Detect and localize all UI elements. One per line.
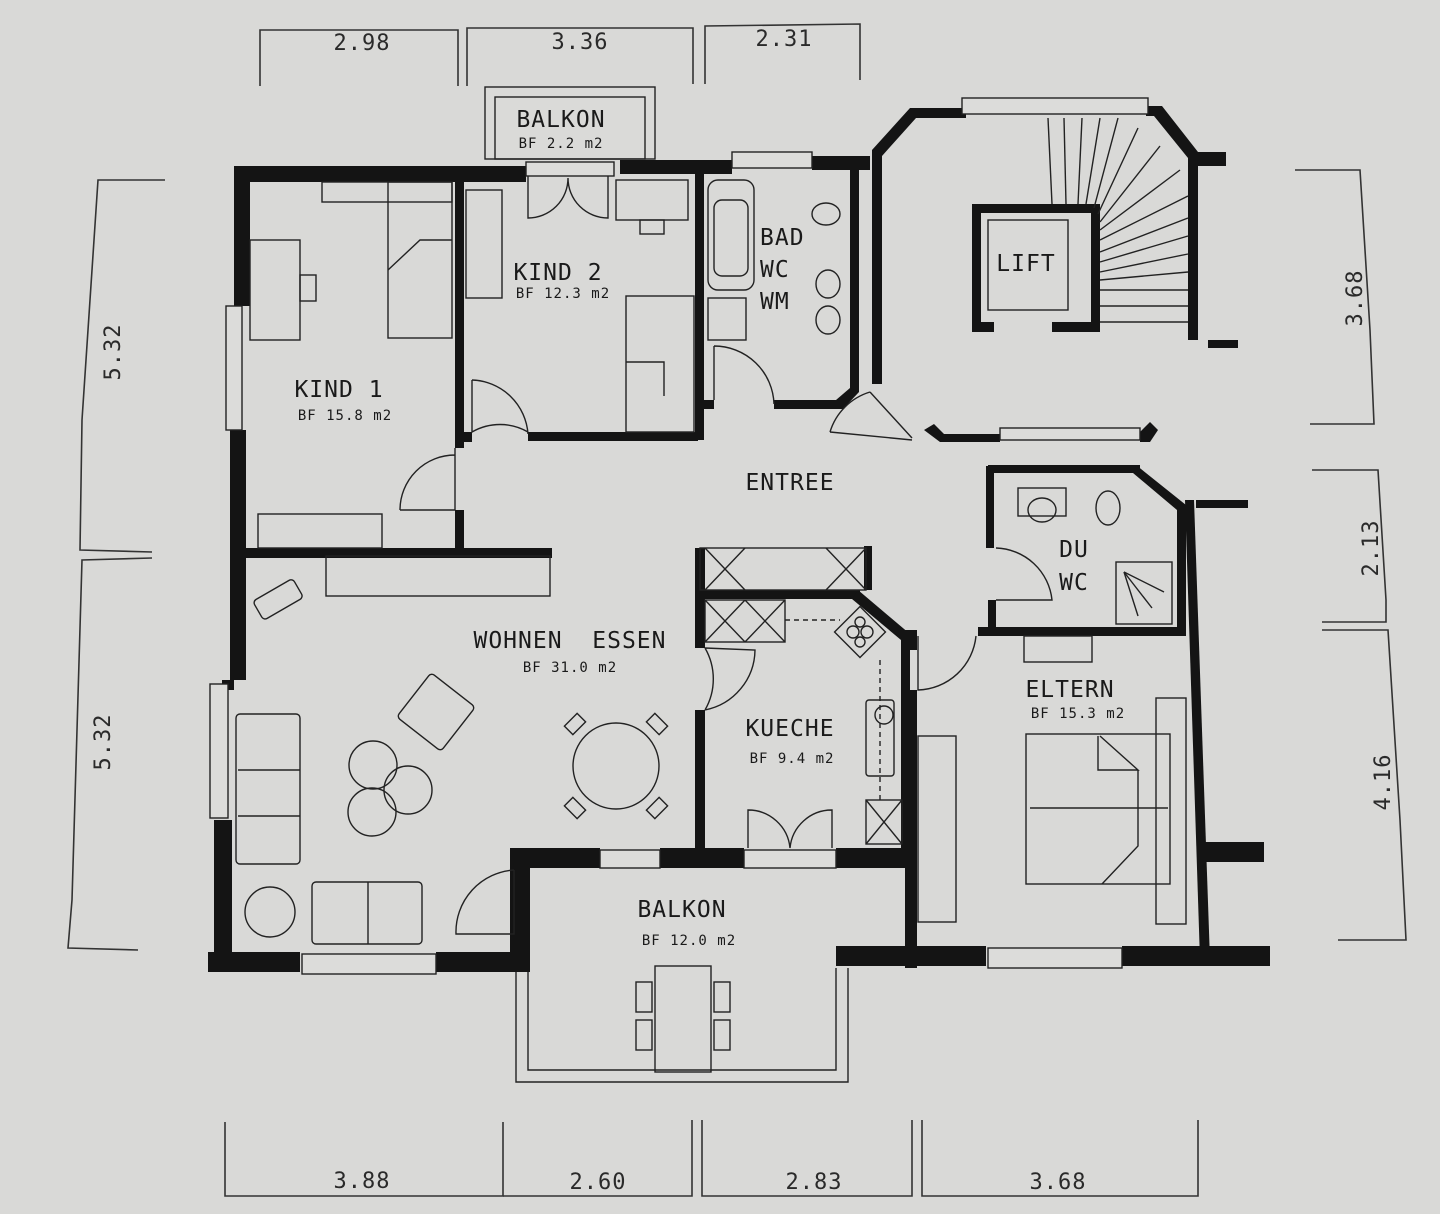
- desk: [249, 239, 301, 341]
- dim-right-1: 3.68: [1343, 270, 1368, 327]
- bathtub: [707, 179, 755, 291]
- tv: [253, 579, 303, 620]
- room-name-du-wc: WC: [1059, 570, 1089, 596]
- dim-bottom-3: 2.83: [786, 1170, 843, 1195]
- room-name-kueche: KUECHE: [745, 716, 834, 742]
- side-table: [244, 886, 296, 938]
- room-name-kind1: KIND 1: [294, 377, 383, 403]
- toilet: [1095, 490, 1121, 526]
- room-name-du: DU: [1059, 537, 1089, 563]
- double-bed: [1025, 733, 1171, 885]
- dim-bottom-4: 3.68: [1030, 1170, 1087, 1195]
- dimension-lines-top: 2.98 3.36 2.31: [259, 23, 861, 86]
- room-area-kind1: BF 15.8 m2: [298, 408, 392, 424]
- bed: [387, 181, 453, 339]
- doors: [399, 176, 1053, 935]
- room-name-bad-wc: WC: [760, 257, 790, 283]
- dim-top-2: 3.36: [552, 30, 609, 55]
- room-labels: BALKON BF 2.2 m2 KIND 1 BF 15.8 m2 KIND …: [294, 107, 1125, 949]
- room-area-balkon-south: BF 12.0 m2: [642, 933, 736, 949]
- loveseat: [311, 881, 423, 945]
- room-name-balkon-north: BALKON: [516, 107, 605, 133]
- sofa: [235, 713, 301, 865]
- wardrobe: [917, 735, 957, 923]
- washbasin: [1027, 497, 1057, 523]
- room-name-wohnen-essen: WOHNEN ESSEN: [473, 628, 666, 654]
- dim-top-1: 2.98: [334, 31, 391, 56]
- furniture: [235, 179, 1187, 945]
- dim-left-2: 5.32: [91, 714, 116, 771]
- toilet: [811, 202, 841, 226]
- desk: [615, 179, 689, 221]
- bed: [625, 295, 695, 433]
- dim-bottom-2: 2.60: [570, 1170, 627, 1195]
- dimension-lines-right: 3.68 2.13 4.16: [1295, 169, 1407, 941]
- balkon-north: [484, 86, 656, 160]
- room-area-wohnen-essen: BF 31.0 m2: [523, 660, 617, 676]
- room-name-lift: LIFT: [996, 251, 1055, 277]
- stove: [833, 605, 887, 659]
- dim-right-2: 2.13: [1359, 520, 1384, 577]
- room-name-bad: BAD: [760, 225, 805, 251]
- windows: [209, 97, 1149, 975]
- armchair: [397, 673, 475, 751]
- sideboard: [325, 555, 551, 597]
- lift-car: [987, 219, 1069, 311]
- room-name-kind2: KIND 2: [513, 260, 602, 286]
- walls: [208, 106, 1270, 972]
- dim-top-3: 2.31: [756, 27, 813, 52]
- dim-bottom-1: 3.88: [334, 1169, 391, 1194]
- room-area-balkon-north: BF 2.2 m2: [519, 136, 604, 152]
- room-name-balkon-south: BALKON: [637, 897, 726, 923]
- staircase: [987, 117, 1189, 323]
- balkon-south: [515, 965, 849, 1083]
- room-name-entree: ENTREE: [745, 470, 834, 496]
- room-area-kind2: BF 12.3 m2: [516, 286, 610, 302]
- room-area-kueche: BF 9.4 m2: [750, 751, 835, 767]
- kitchen-sink: [865, 699, 895, 777]
- sink: [815, 305, 841, 335]
- dimension-lines-bottom: 3.88 2.60 2.83 3.68: [224, 1120, 1199, 1197]
- room-name-bad-wm: WM: [760, 289, 790, 315]
- room-area-eltern: BF 15.3 m2: [1031, 706, 1125, 722]
- dim-right-3: 4.16: [1371, 754, 1396, 811]
- dining-table: [572, 722, 660, 810]
- dimension-lines-left: 5.32 5.32: [67, 179, 165, 951]
- shower: [1115, 561, 1173, 625]
- balcony-table: [654, 965, 712, 1073]
- room-name-eltern: ELTERN: [1025, 677, 1114, 703]
- dim-left-1: 5.32: [101, 324, 126, 381]
- sink: [815, 269, 841, 299]
